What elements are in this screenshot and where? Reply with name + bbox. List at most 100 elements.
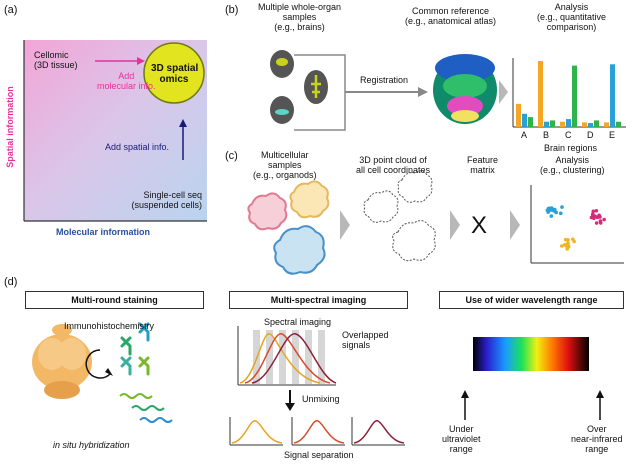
bar-a-0 (516, 103, 521, 127)
spectral-plot (237, 326, 337, 386)
immuno-label: Immunohistochemistry (64, 321, 155, 331)
overlapped-signals-label: Overlapped signals (342, 330, 389, 350)
cluster-1-point (597, 213, 601, 218)
region-b-label: B (543, 130, 550, 140)
multicellular-label: Multicellular samples (e.g., organods) (253, 150, 317, 180)
organoid-yellow (289, 180, 330, 219)
spatial-omics-label: 3D spatial omics (151, 63, 199, 85)
nir-arrowhead (596, 390, 604, 398)
multi-round-staining-title: Multi-round staining (25, 291, 204, 309)
mouse-brain-illustration (32, 324, 92, 399)
bar-c-2 (572, 65, 577, 127)
rotation-arrowhead (105, 368, 113, 376)
bar-e-0 (604, 122, 609, 127)
registration-arrowhead (418, 87, 428, 97)
separated-signal-3 (351, 417, 405, 446)
unmixing-arrowhead (285, 403, 295, 411)
pointcloud-label: 3D point cloud of all cell coordinates (356, 155, 431, 175)
cluster-2-point (566, 244, 571, 249)
bar-a-2 (528, 117, 533, 127)
bar-b-0 (538, 61, 543, 127)
uv-range-label: Under ultraviolet range (442, 424, 481, 454)
panel-d-graphic (32, 322, 604, 446)
add-spatial-label: Add spatial info. (105, 142, 170, 152)
panel-c-letter: (c) (225, 150, 238, 162)
panel-a-letter: (a) (4, 4, 18, 16)
rotation-arrow (85, 349, 111, 379)
panel-a-graphic (23, 40, 207, 222)
pointcloud-3 (392, 220, 436, 262)
cluster-points (545, 205, 606, 251)
bar-b-2 (550, 120, 555, 127)
cluster-0-point (553, 207, 557, 212)
region-c-label: C (565, 130, 572, 140)
atlas-brain (433, 54, 497, 124)
probe-waves (119, 393, 173, 423)
sample-brain-2 (304, 70, 328, 104)
bar-c-1 (566, 119, 571, 127)
pointcloud-2 (397, 170, 433, 203)
bar-chart (512, 58, 626, 128)
spatial-omics-circle (143, 42, 205, 104)
uv-arrowhead (461, 390, 469, 398)
cluster-0-point (560, 205, 564, 209)
bar-d-0 (582, 122, 587, 127)
analysis-b-label: Analysis (e.g., quantitative comparison) (537, 2, 607, 32)
bar-b-1 (544, 121, 549, 127)
cluster-0-point (546, 206, 551, 211)
chart-entry-arrow (499, 80, 508, 104)
cluster-1-point (602, 217, 606, 222)
bar-c-0 (560, 121, 565, 127)
cluster-1-point (590, 212, 595, 216)
organoid-blue (273, 225, 326, 275)
sample-brain-3 (270, 96, 294, 124)
cluster-0-point (554, 210, 559, 215)
cluster-1-point (594, 208, 599, 213)
c-arrow-1 (340, 210, 350, 240)
feature-matrix-label: Feature matrix (467, 155, 499, 175)
antibody-icons (120, 322, 150, 376)
y-axis-title: Spatial information (5, 86, 15, 168)
signal-separation-label: Signal separation (284, 450, 354, 460)
sample-brain-1 (270, 50, 294, 78)
cluster-2-point (563, 237, 568, 242)
cluster-2-point (572, 239, 576, 244)
nir-range-label: Over near-infrared range (571, 424, 623, 454)
samples-label: Multiple whole-organ samples (e.g., brai… (258, 2, 342, 32)
cellomic-label: Cellomic (3D tissue) (34, 50, 78, 70)
x-axis-title: Molecular information (56, 227, 151, 237)
analysis-c-label: Analysis (e.g., clustering) (540, 155, 605, 175)
organoid-pink (247, 192, 288, 231)
unmixing-label: Unmixing (302, 394, 340, 404)
bar-d-1 (588, 123, 593, 127)
cluster-0-point (558, 211, 563, 216)
cluster-0-point (549, 206, 554, 210)
cluster-1-point (593, 214, 597, 219)
region-a-label: A (521, 130, 528, 140)
panel-d-letter: (d) (4, 276, 18, 288)
cluster-0-point (546, 210, 550, 214)
separated-signal-1 (229, 417, 283, 446)
wider-wavelength-title: Use of wider wavelength range (439, 291, 624, 309)
separated-signal-2 (291, 417, 345, 446)
bar-d-2 (594, 120, 599, 127)
pointcloud-1 (363, 190, 399, 223)
region-d-label: D (587, 130, 594, 140)
add-spatial-arrowhead (179, 119, 187, 127)
panel-b-graphic (270, 50, 626, 131)
c-arrow-3 (510, 210, 520, 240)
spectral-imaging-label: Spectral imaging (264, 317, 332, 327)
x-mark: X (471, 212, 488, 239)
multi-spectral-imaging-title: Multi-spectral imaging (229, 291, 408, 309)
single-cell-label: Single-cell seq (suspended cells) (131, 190, 202, 210)
cluster-0-point (549, 214, 554, 218)
region-e-label: E (609, 130, 616, 140)
bar-e-2 (616, 121, 621, 127)
wavelength-spectrum (473, 337, 589, 371)
cluster-1-point (591, 209, 596, 214)
cluster-1-point (594, 221, 599, 225)
cluster-1-point (589, 215, 594, 220)
registration-label: Registration (360, 75, 409, 85)
add-molecular-label: Add molecular info. (97, 71, 156, 91)
